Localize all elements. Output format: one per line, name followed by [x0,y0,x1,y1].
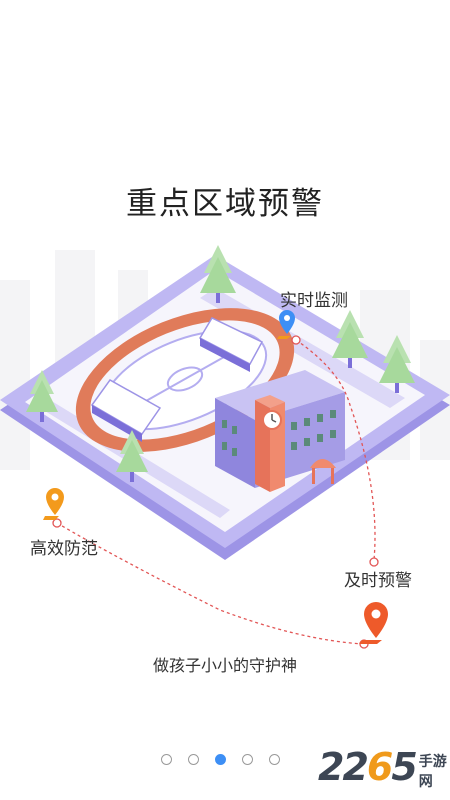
site-watermark: 2265 手游网 [318,742,450,792]
tree [26,370,58,422]
label-realtime-monitoring: 实时监测 [280,291,348,311]
page-dot-2[interactable] [188,753,199,765]
page-subtitle: 做孩子小小的守护神 [152,656,297,675]
orange-location-pin-icon [43,488,64,520]
red-location-pin-icon [359,602,388,644]
tree [116,430,148,482]
watermark-logo: 2265 [318,745,418,789]
school-building [215,370,345,492]
watermark-text: 手游网 [418,754,447,790]
page-indicator [161,752,280,766]
label-efficient-prevention: 高效防范 [30,539,98,559]
page-title: 重点区域预警 [126,186,324,222]
tree [200,245,236,303]
page-dot-3-active[interactable] [215,753,226,765]
blue-location-pin-icon [277,310,295,339]
tree [332,310,368,368]
label-timely-alert: 及时预警 [344,571,412,591]
page-dot-1[interactable] [161,753,172,765]
bleachers [90,317,264,442]
campus-illustration [0,245,450,649]
connection-lines [56,339,376,645]
tree [379,335,415,393]
page-dot-5[interactable] [269,753,280,765]
trees [26,245,415,482]
page-dot-4[interactable] [242,753,253,765]
